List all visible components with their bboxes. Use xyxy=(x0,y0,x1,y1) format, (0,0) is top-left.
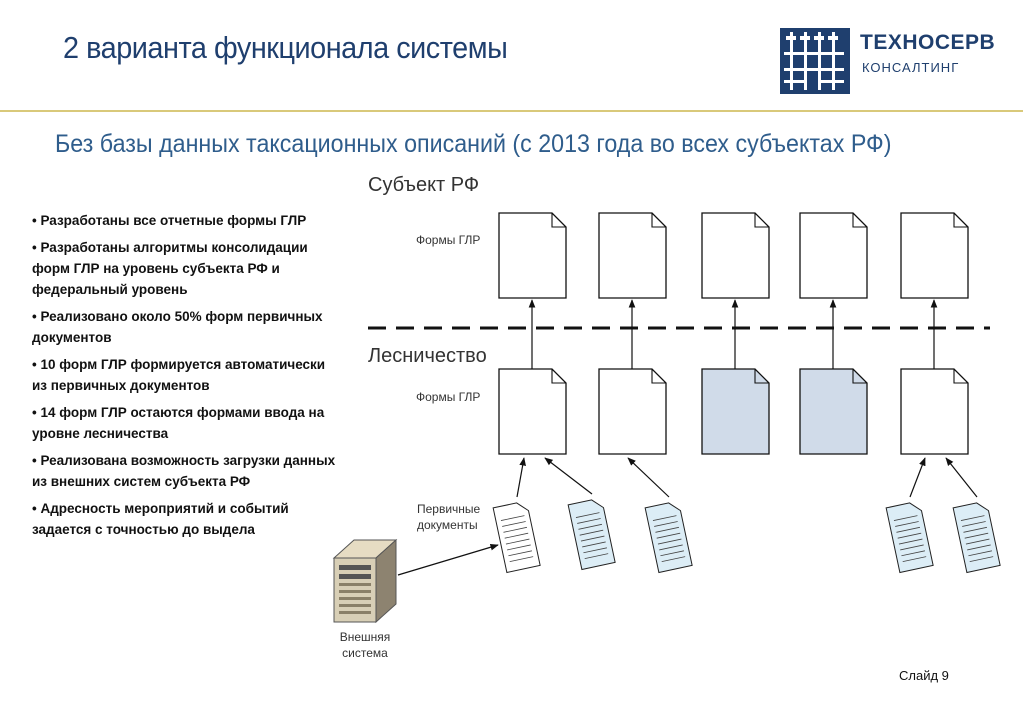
logo-mark-icon xyxy=(780,28,850,94)
top-form-document-icon-fold xyxy=(551,213,566,228)
primary-document-icon xyxy=(952,502,1001,574)
top-form-document-icon xyxy=(701,212,770,299)
primary-document-icon xyxy=(644,502,693,574)
top-form-document-icon-fold xyxy=(754,213,769,228)
logo: ТЕХНОСЕРВ КОНСАЛТИНГ xyxy=(780,28,995,94)
top-form-document-icon xyxy=(799,212,868,299)
list-item: • Адресность мероприятий и событий задае… xyxy=(32,501,289,537)
header-divider xyxy=(0,110,1023,112)
slide-title: 2 варианта функционала системы xyxy=(63,30,508,65)
list-item: • Реализовано около 50% форм первичных д… xyxy=(32,309,323,345)
primary-to-form-arrow xyxy=(945,457,978,498)
primary-to-form-arrow xyxy=(909,457,926,498)
list-item: • Разработаны все отчетные формы ГЛР xyxy=(32,213,307,228)
bottom-form-document-icon-fold xyxy=(551,369,566,384)
bottom-form-document-icon-fold xyxy=(852,369,867,384)
primary-docs-label-line1: Первичные xyxy=(417,502,481,516)
external-system-label-line2: система xyxy=(342,646,388,660)
bottom-form-document-icon xyxy=(799,368,868,455)
top-form-document-icon xyxy=(498,212,567,299)
forms-label-top: Формы ГЛР xyxy=(416,233,480,247)
bottom-form-document-icon xyxy=(900,368,969,455)
slide-subtitle: Без базы данных таксационных описаний (с… xyxy=(55,130,892,158)
bottom-form-document-icon xyxy=(498,368,567,455)
primary-to-form-arrow xyxy=(544,457,593,495)
list-item: • 14 форм ГЛР остаются формами ввода на … xyxy=(32,405,325,441)
primary-docs-label-line2: документы xyxy=(417,518,478,532)
list-item: • 10 форм ГЛР формируется автоматически … xyxy=(32,357,326,393)
top-form-document-icon-fold xyxy=(852,213,867,228)
level-label-subject: Субъект РФ xyxy=(368,174,479,196)
level-label-forestry: Лесничество xyxy=(368,345,487,367)
logo-subtitle: КОНСАЛТИНГ xyxy=(862,60,960,75)
server-icon xyxy=(332,538,398,624)
bottom-form-document-icon xyxy=(598,368,667,455)
primary-document-icon xyxy=(885,502,934,574)
top-form-document-icon xyxy=(900,212,969,299)
top-form-document-icon xyxy=(598,212,667,299)
top-form-document-icon-fold xyxy=(651,213,666,228)
primary-to-form-arrow xyxy=(516,457,526,498)
bottom-form-document-icon-fold xyxy=(953,369,968,384)
logo-name: ТЕХНОСЕРВ xyxy=(860,31,996,54)
list-item: • Разработаны алгоритмы консолидации фор… xyxy=(32,240,308,297)
bottom-form-document-icon xyxy=(701,368,770,455)
top-form-document-icon-fold xyxy=(953,213,968,228)
slide-number: Слайд 9 xyxy=(899,668,949,683)
primary-document-icon xyxy=(492,502,541,574)
primary-to-form-arrow xyxy=(627,457,670,498)
feature-list: • Разработаны все отчетные формы ГЛР • Р… xyxy=(32,210,342,546)
primary-document-icon xyxy=(567,499,616,571)
forms-label-bottom: Формы ГЛР xyxy=(416,390,480,404)
list-item: • Реализована возможность загрузки данны… xyxy=(32,453,336,489)
external-system-label-line1: Внешняя xyxy=(340,630,391,644)
bottom-form-document-icon-fold xyxy=(754,369,769,384)
bottom-form-document-icon-fold xyxy=(651,369,666,384)
external-data-arrow xyxy=(397,543,499,576)
